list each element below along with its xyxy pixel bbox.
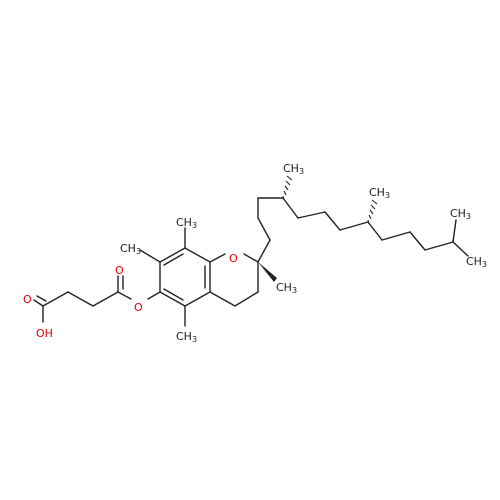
hash-b-3	[369, 209, 374, 215]
bond-c4a-c5	[184, 291, 211, 307]
bond-c5-c6-inner	[163, 288, 184, 301]
bond-terminal-bottom	[452, 241, 469, 257]
hash-a-3	[284, 185, 289, 191]
hash-b-4	[370, 204, 376, 210]
bond-chain-12	[424, 241, 454, 251]
bond-c7-c8	[159, 247, 186, 263]
methyl-terminal-top-label: CH3	[450, 207, 471, 221]
bond-c7-methyl	[139, 249, 161, 263]
bond-chain-2	[257, 217, 271, 241]
ester-carbonyl-oxygen-label: O	[115, 264, 124, 277]
bond-chain-8	[339, 221, 369, 231]
methyl-c8-label: CH3	[176, 216, 197, 230]
bond-chain-5	[282, 197, 299, 219]
acid-carbonyl-oxygen-label: O	[23, 293, 32, 306]
phytyl-chain	[257, 197, 469, 263]
hash-a-4	[285, 180, 291, 186]
hydroxyl-label: OH	[36, 327, 53, 340]
ring-oxygen-label: O	[229, 252, 238, 265]
ring-methyl-bonds	[139, 227, 277, 327]
bond-acid-o	[33, 299, 44, 307]
bond-c5-c6	[159, 291, 186, 307]
bond-ch2b-acid	[42, 291, 69, 307]
hash-a-1	[282, 195, 285, 201]
hash-a-5	[286, 175, 293, 181]
pyran-ring	[209, 253, 259, 307]
hash-a-2	[283, 190, 287, 196]
methyl-c2-label: CH3	[276, 281, 297, 295]
bond-c3-c4	[234, 291, 259, 307]
methyl-terminal-bottom-label: CH3	[466, 255, 487, 269]
methyl-chain-2-label: CH3	[369, 186, 390, 200]
bond-terminal-top	[452, 219, 457, 243]
methyl-c5-label: CH3	[176, 330, 197, 344]
ester-oxygen-label: O	[134, 301, 143, 314]
bond-carbonyl-ch2a	[92, 291, 119, 307]
hash-b-2	[368, 214, 372, 220]
bond-o1-c2	[243, 253, 259, 263]
methyl-chain-1-label: CH3	[283, 162, 304, 176]
bond-c8a-c8	[184, 247, 211, 263]
hashed-bonds	[282, 175, 378, 225]
hash-b-5	[371, 199, 378, 205]
bond-c4-c4a	[209, 291, 236, 307]
bond-chain-1	[257, 239, 271, 263]
bond-c8a-o1	[209, 253, 226, 263]
aromatic-ring	[159, 247, 211, 307]
atom-labels: O CH3 CH3 CH3 CH3 O O O OH CH3 CH3 CH3 C…	[23, 162, 487, 344]
wedge-c2-methyl	[258, 262, 277, 282]
bond-chain-6	[297, 211, 326, 219]
bond-oester-carbonyl	[117, 291, 132, 300]
bond-acid-o-double	[36, 295, 47, 302]
bond-chain-7	[324, 211, 341, 231]
bond-chain-11	[409, 231, 426, 251]
bond-chain-9	[367, 221, 383, 241]
bond-c6-oester	[147, 291, 161, 300]
succinate-chain	[33, 275, 161, 323]
bond-c7-c8-inner	[163, 253, 184, 266]
methyl-c7-label: CH3	[120, 242, 141, 256]
hash-b-1	[367, 219, 370, 225]
bond-ch2a-ch2b	[67, 291, 94, 307]
bond-chain-10	[381, 231, 411, 241]
